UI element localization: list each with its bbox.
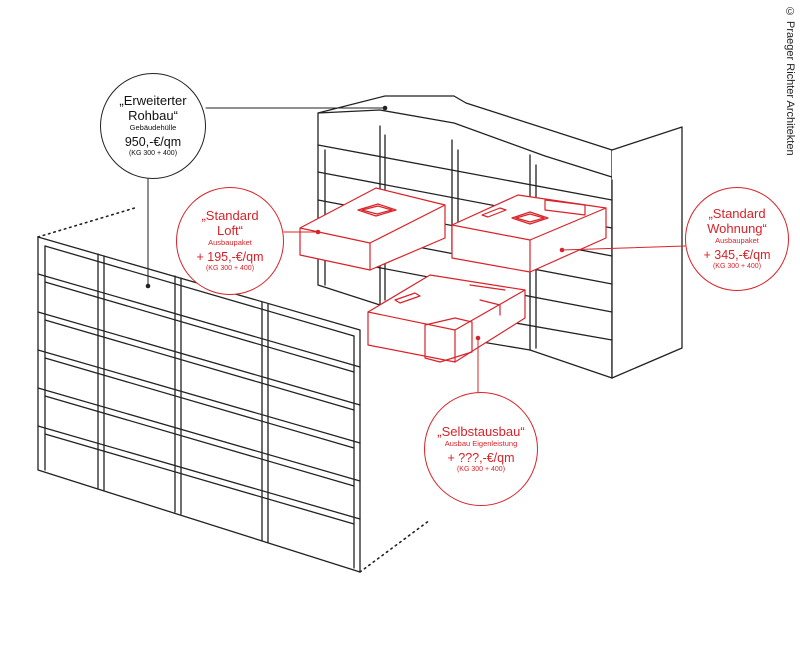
rohbau-subtitle: Gebäudehülle [129,123,177,133]
leader-lines [147,107,686,393]
loft-title-line2: Loft“ [216,222,243,238]
rohbau-title-line2: Rohbau“ [128,107,178,123]
wohnung-price: + 345,-€/qm [703,247,771,262]
module-loft [299,187,446,271]
leader-dots [145,105,565,341]
loft-price: + 195,-€/qm [196,249,264,264]
label-selbstausbau: „Selbstausbau“ Ausbau Eigenleistung + ??… [424,392,538,506]
selbstbau-subtitle: Ausbau Eigenleistung [444,439,518,449]
wohnung-title-line2: Wohnung“ [707,220,767,236]
loft-code: (KG 300 + 400) [205,264,255,272]
rohbau-title-line1: „Erweiterter [119,93,187,109]
selbstbau-code: (KG 300 + 400) [456,465,506,473]
label-standard-loft: „Standard Loft“ Ausbaupaket + 195,-€/qm … [176,187,284,295]
copyright-notice: © Praeger Richter Architekten [784,6,796,156]
rohbau-price: 950,-€/qm [124,134,182,149]
module-wohnung [451,194,607,273]
loft-title-line1: „Standard [201,208,259,224]
front-building [37,236,361,573]
wohnung-title-line1: „Standard [708,206,766,222]
wohnung-code: (KG 300 + 400) [712,262,762,270]
projection-lines [37,206,431,573]
label-standard-wohnung: „Standard Wohnung“ Ausbaupaket + 345,-€/… [685,187,789,291]
selbstbau-price: + ???,-€/qm [447,450,515,465]
loft-subtitle: Ausbaupaket [208,238,252,248]
wohnung-subtitle: Ausbaupaket [715,236,759,246]
label-erweiterter-rohbau: „Erweiterter Rohbau“ Gebäudehülle 950,-€… [100,73,206,179]
back-building [317,95,683,379]
module-selbstbau [367,274,526,363]
rohbau-code: (KG 300 + 400) [128,149,178,157]
selbstbau-title: „Selbstausbau“ [437,423,525,439]
